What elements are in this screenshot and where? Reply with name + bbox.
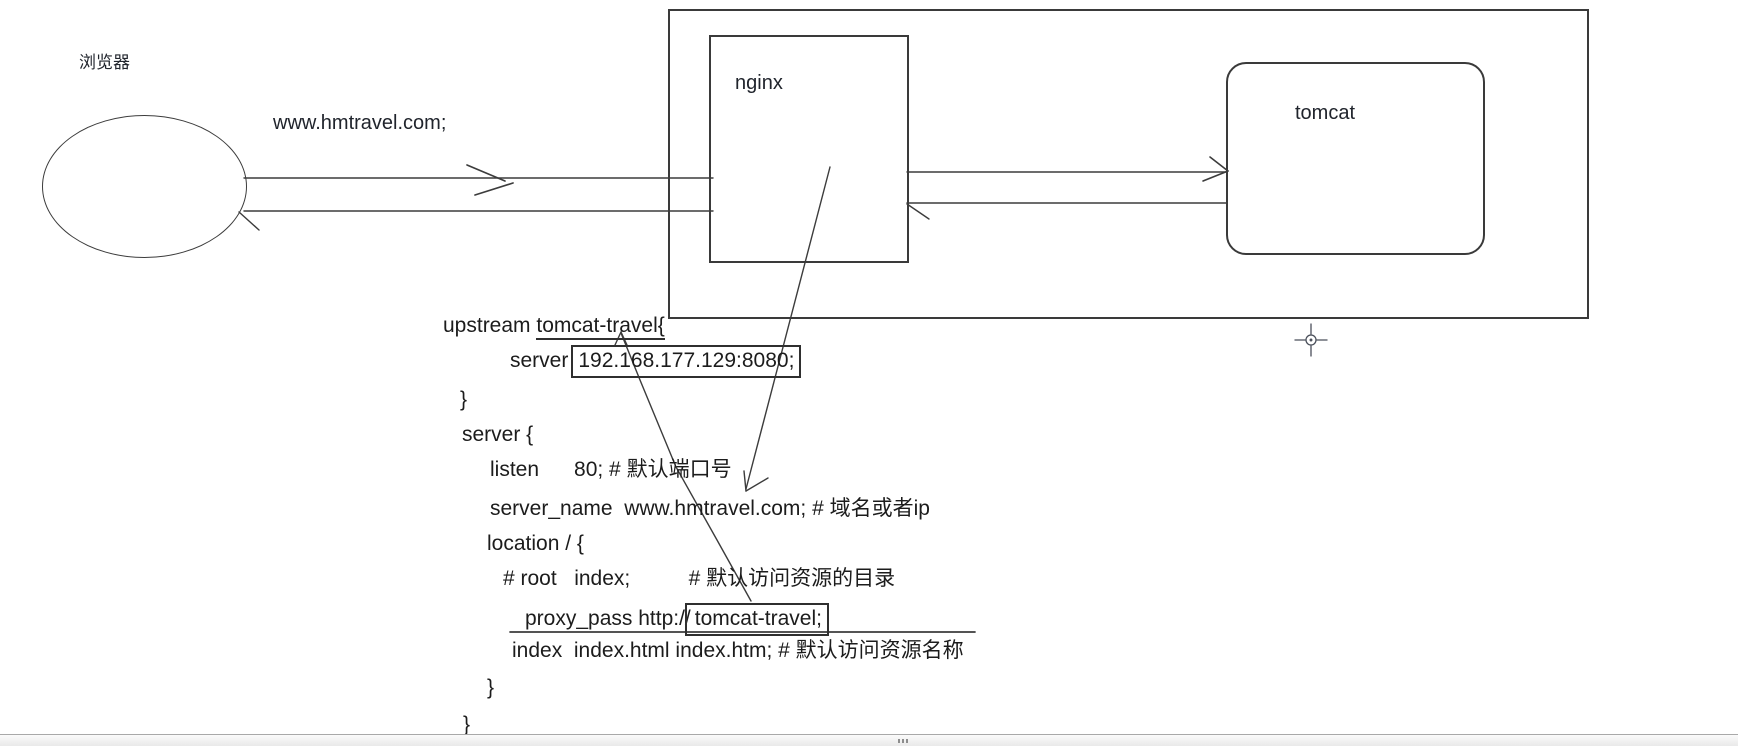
config-line-upstream: upstream tomcat-travel{ (443, 313, 665, 340)
leader-b-arrowhead-icon (620, 331, 628, 346)
config-line-close-server: } (463, 713, 471, 736)
horizontal-scrollbar[interactable] (0, 734, 1738, 746)
request-arrowhead-icon (474, 182, 514, 196)
tomcat-arrowhead-icon (1202, 170, 1229, 182)
nginx-label: nginx (735, 72, 783, 94)
config-line-index: index index.html index.htm; # 默认访问资源名称 (512, 639, 964, 662)
leader-a-arrowhead-icon (745, 477, 769, 492)
config-line-root: # root index; # 默认访问资源的目录 (503, 567, 896, 590)
tomcat-arrowhead-icon (1209, 156, 1229, 172)
scrollbar-grip-icon[interactable] (898, 739, 908, 743)
config-line-close-location: } (487, 676, 495, 699)
server-ip-callout-box: 192.168.177.129:8080; (571, 345, 802, 378)
nginx-return-arrowhead-icon (906, 203, 930, 220)
leader-b-arrowhead-icon (614, 331, 622, 346)
config-line-location-open: location / { (487, 532, 584, 555)
config-line-proxy-pass: proxy_pass http://tomcat-travel; (525, 603, 829, 636)
response-arrowhead-icon (238, 211, 260, 231)
config-line-server-name: server_name www.hmtravel.com; # 域名或者ip (490, 497, 930, 520)
server-host-rect (668, 9, 1589, 319)
leader-a-arrowhead-icon (743, 470, 747, 492)
tomcat-label: tomcat (1295, 102, 1356, 124)
upstream-keyword: upstream (443, 314, 537, 337)
leader-line-nginx-to-servername (745, 166, 831, 490)
browser-ellipse-shape (42, 115, 247, 258)
crosshair-icon (1294, 323, 1328, 357)
upstream-name: tomcat-travel (536, 314, 658, 337)
leader-line-upstream-to-proxypass (620, 332, 752, 602)
config-line-server-open: server { (462, 423, 534, 446)
tomcat-box: tomcat (1226, 62, 1485, 255)
config-line-close-upstream: } (460, 388, 468, 411)
upstream-name-underlined: tomcat-travel{ (536, 314, 665, 340)
request-arrowhead-icon (466, 164, 506, 182)
proxy-pass-callout-box: tomcat-travel; (684, 603, 829, 636)
upstream-open-brace: { (657, 314, 665, 337)
config-line-listen: listen 80; # 默认端口号 (490, 458, 732, 481)
nginx-box: nginx (709, 35, 909, 263)
proxy-pass-directive: proxy_pass http:// (525, 607, 691, 630)
browser-label: 浏览器 (79, 53, 130, 72)
server-directive: server (510, 349, 569, 372)
request-url-label: www.hmtravel.com; (273, 112, 447, 134)
